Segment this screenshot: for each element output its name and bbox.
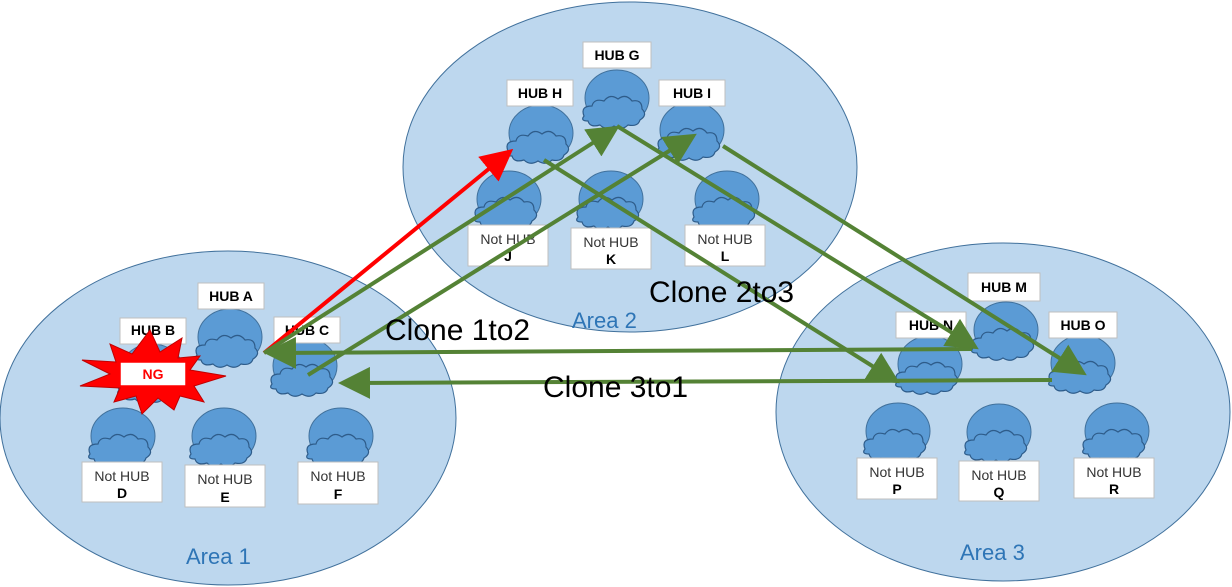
hub-i-label: HUB I [673,85,711,101]
not-hub-f-box: Not HUB F [297,461,379,505]
not-hub-k-letter: K [606,251,616,267]
not-hub-r-text: Not HUB [1086,464,1141,480]
not-hub-e-text: Not HUB [197,471,252,487]
not-hub-l-text: Not HUB [697,231,752,247]
not-hub-q-box: Not HUB Q [958,460,1040,502]
area-1-label: Area 1 [186,544,251,569]
ng-label: NG [143,366,164,382]
not-hub-q-text: Not HUB [971,467,1026,483]
not-hub-j-letter: J [504,248,512,264]
hub-o-label: HUB O [1060,317,1105,333]
not-hub-j-box: Not HUB J [467,224,549,267]
area-3-label: Area 3 [960,540,1025,565]
not-hub-e-letter: E [220,489,229,505]
green-arrow-o-to-c [338,366,1053,399]
not-hub-q-letter: Q [994,484,1005,500]
hub-n-label: HUB N [909,317,953,333]
hub-b-label: HUB B [131,322,175,338]
clone-2to3-label: Clone 2to3 [649,276,794,309]
ng-failure-marker: NG [79,329,227,415]
not-hub-f-text: Not HUB [310,468,365,484]
hub-o-label-box: HUB O [1048,311,1118,339]
hub-g-label-box: HUB G [582,41,652,69]
area-2-label: Area 2 [572,308,637,333]
not-hub-r-letter: R [1109,481,1119,497]
clone-1to2-label: Clone 1to2 [385,314,530,347]
not-hub-p-text: Not HUB [869,464,924,480]
green-arrow-i-to-o [721,144,1087,376]
not-hub-f-letter: F [334,486,343,502]
not-hub-k-text: Not HUB [583,234,638,250]
hub-g-label: HUB G [594,47,639,63]
green-arrow-h-to-n [542,158,900,384]
hub-i-label-box: HUB I [658,79,726,107]
clone-3to1-label: Clone 3to1 [543,371,688,404]
green-arrow-g-to-m [615,124,979,350]
not-hub-l-letter: L [721,248,730,264]
not-hub-d-text: Not HUB [94,468,149,484]
red-arrow-a-to-h [262,148,514,355]
not-hub-k-box: Not HUB K [570,227,652,270]
not-hub-d-letter: D [117,485,127,501]
hub-h-label-box: HUB H [506,79,574,107]
hub-m-label-box: HUB M [967,272,1041,302]
not-hub-p-letter: P [892,481,901,497]
hub-a-label-box: HUB A [197,282,265,310]
hub-h-label: HUB H [518,85,562,101]
not-hub-e-box: Not HUB E [184,464,266,508]
green-arrow-m-to-a [264,336,973,369]
not-hub-p-box: Not HUB P [856,457,938,500]
hub-m-label: HUB M [981,279,1027,295]
hub-a-label: HUB A [209,288,253,304]
not-hub-d-box: Not HUB D [81,461,163,503]
not-hub-l-box: Not HUB L [684,224,766,267]
green-arrow-c-to-i [306,133,697,377]
not-hub-r-box: Not HUB R [1073,457,1155,499]
